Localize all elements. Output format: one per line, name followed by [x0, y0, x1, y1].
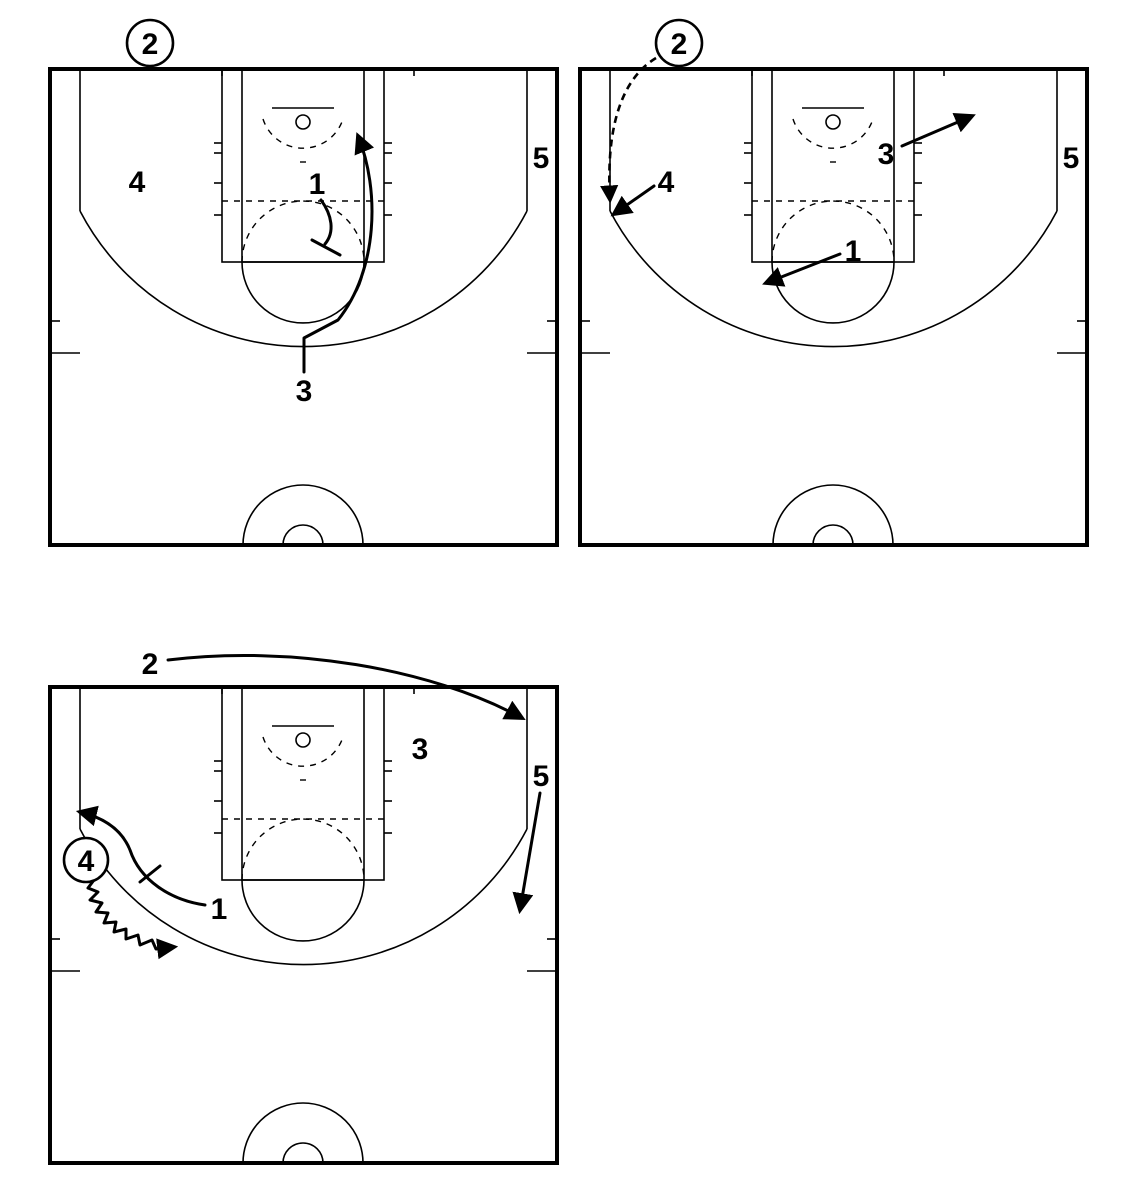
player-2-label: 2 — [142, 648, 159, 681]
cut-path-player-1 — [75, 805, 207, 907]
screen-path-player-1 — [319, 198, 333, 246]
pass-path-player-2 — [600, 56, 657, 204]
dribble-path-player-4 — [86, 878, 179, 960]
move-path-player-5 — [512, 791, 542, 915]
half-court — [48, 685, 559, 1165]
player-3-label: 3 — [412, 733, 429, 766]
player-2-label: 2 — [142, 28, 159, 61]
player-5-label: 5 — [533, 760, 550, 793]
player-4-label: 4 — [658, 166, 675, 199]
player-4-label: 4 — [129, 166, 146, 199]
player-1-label: 1 — [845, 235, 862, 268]
half-court — [578, 67, 1089, 547]
player-5-label: 5 — [1063, 142, 1080, 175]
diagram-3: 4 2 3 5 1 — [48, 648, 559, 1165]
player-3-label: 3 — [878, 138, 895, 171]
player-4-label: 4 — [78, 845, 95, 878]
screen-marker — [138, 864, 162, 884]
player-2-circle — [654, 18, 704, 68]
cut-path-player-3 — [302, 132, 375, 374]
move-path-player-4 — [610, 184, 656, 217]
player-2-circle — [125, 18, 175, 68]
move-path-player-1 — [762, 252, 842, 287]
move-path-player-2 — [166, 653, 526, 721]
player-1-label: 1 — [309, 168, 326, 201]
player-2-label: 2 — [671, 28, 688, 61]
player-4-circle — [62, 836, 110, 884]
screen-marker — [310, 238, 342, 257]
half-court — [48, 67, 559, 547]
diagram-1: 2 4 5 1 3 — [48, 18, 559, 547]
diagram-2: 2 4 5 1 3 — [578, 18, 1089, 547]
move-path-player-3 — [900, 112, 976, 148]
player-1-label: 1 — [211, 893, 228, 926]
player-3-label: 3 — [296, 375, 313, 408]
player-5-label: 5 — [533, 142, 550, 175]
